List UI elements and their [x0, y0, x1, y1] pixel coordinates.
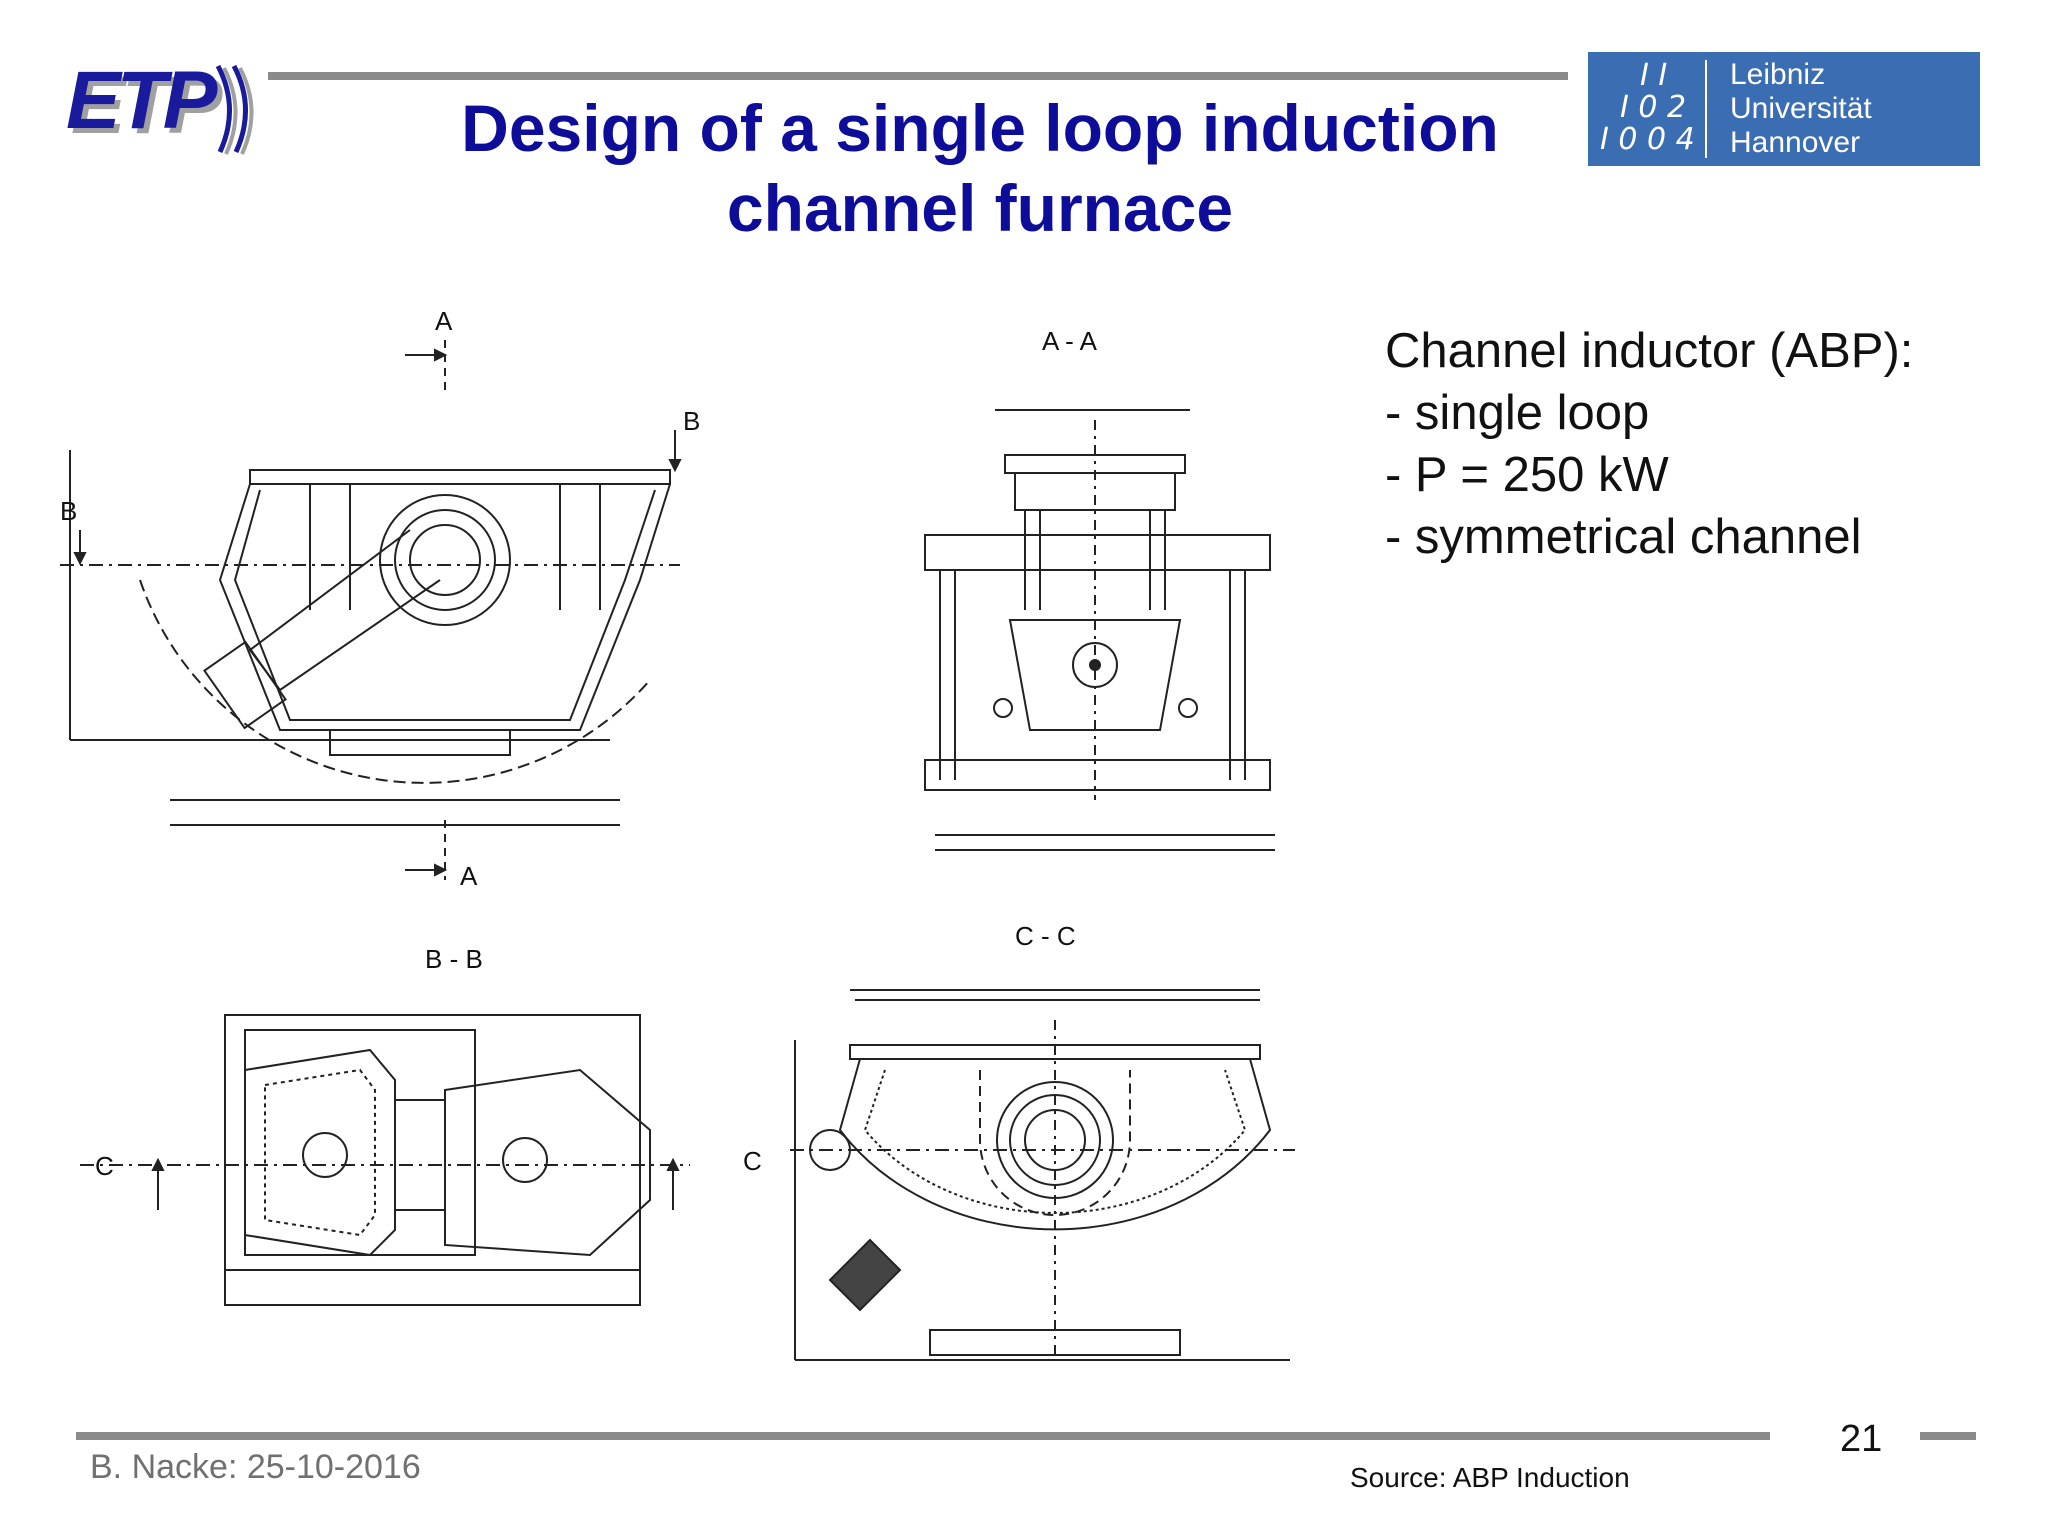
section-bb-drawing	[80, 1014, 690, 1306]
page-number: 21	[1840, 1418, 1883, 1460]
etp-logo: ETP	[66, 55, 217, 146]
view-label-cc: C - C	[1015, 921, 1076, 951]
furnace-drawings: A B B A A - A B - B	[60, 306, 1295, 1361]
section-cc-drawing	[790, 989, 1295, 1361]
etp-logo-swoosh	[215, 64, 254, 155]
university-logo	[1588, 52, 1980, 166]
title-line-2: channel furnace	[726, 171, 1234, 245]
section-marker-b-left: B	[60, 496, 77, 526]
spec-item-channel: - symmetrical channel	[1385, 510, 1862, 564]
front-view-drawing	[60, 340, 682, 880]
section-marker-a-top: A	[435, 306, 453, 336]
spec-item-power: - P = 250 kW	[1385, 448, 1669, 502]
section-marker-c-left: C	[95, 1151, 114, 1181]
slide-title: Design of a single loop induction channe…	[380, 88, 1580, 248]
author-date: B. Nacke: 25-10-2016	[90, 1448, 421, 1486]
spec-item-loop: - single loop	[1385, 386, 1650, 440]
title-line-1: Design of a single loop induction	[461, 91, 1499, 165]
section-marker-c-right: C	[743, 1146, 762, 1176]
source-credit: Source: ABP Induction	[1350, 1462, 1630, 1493]
bottom-rule	[76, 1432, 1770, 1440]
university-logo-divider	[1705, 60, 1707, 158]
top-rule	[268, 72, 1568, 80]
section-marker-a-bottom: A	[460, 861, 478, 891]
university-logo-glyphs: I I I 0 2 I 0 0 4	[1600, 58, 1695, 157]
section-aa-drawing	[924, 409, 1275, 851]
page-number-dash	[1920, 1432, 1976, 1440]
spec-heading: Channel inductor (ABP):	[1385, 324, 1914, 378]
view-label-aa: A - A	[1042, 326, 1098, 356]
university-name: Leibniz Universität Hannover	[1730, 58, 1872, 159]
section-marker-b-right: B	[683, 406, 700, 436]
spec-list: Channel inductor (ABP): - single loop - …	[1385, 320, 1913, 568]
view-label-bb: B - B	[425, 944, 483, 974]
